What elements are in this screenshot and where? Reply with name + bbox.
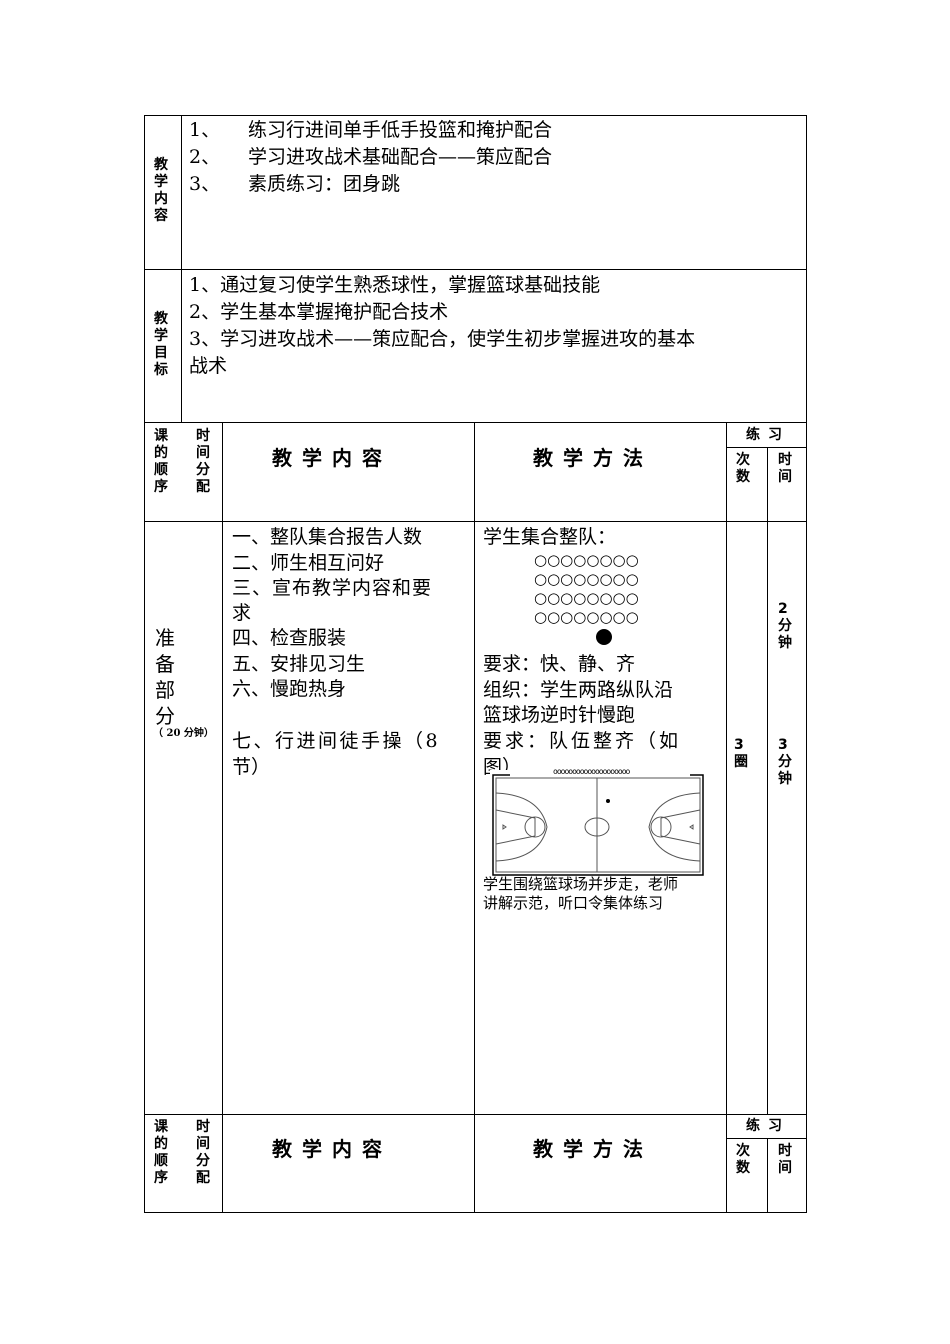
practice-count: 3圈 [734,737,748,770]
table-border [726,447,806,448]
table-border [474,422,475,1212]
content-line: 七、行进间徒手操（8 [232,730,441,752]
content-label: 教学内容 [154,157,168,224]
table-border [144,521,806,522]
goal-item: 1、通过复习使学生熟悉球性，掌握篮球基础技能 [189,274,601,296]
header-method: 教学方法 [533,1137,653,1161]
content-num: 2、 [189,146,221,168]
method-line: 要求：队伍整齐（如 [483,730,682,752]
basketball-court-diagram: oooooooooooooooooooo [490,767,706,876]
goal-item: 3、学习进攻战术——策应配合，使学生初步掌握进攻的基本 [189,328,696,350]
content-item: 学习进攻战术基础配合——策应配合 [248,146,553,168]
method-line: 组织：学生两路纵队沿 [483,679,674,701]
content-line: 三、宣布教学内容和要 [232,577,433,599]
header-time-alloc: 时间分配 [196,428,210,495]
teacher-dot-icon [596,629,612,645]
content-item: 素质练习：团身跳 [248,173,401,195]
header-count: 次数 [736,452,750,485]
header-order: 课的顺序 [154,428,168,495]
table-border [144,115,806,116]
header-practice: 练习 [746,427,790,443]
table-border [144,1212,806,1213]
practice-time: 2分钟 [778,601,792,651]
table-border [806,115,807,1213]
header-count: 次数 [736,1143,750,1176]
track-dots: oooooooooooooooooooo [552,767,630,777]
header-time: 时间 [778,1143,792,1176]
content-num: 3、 [189,173,221,195]
method-small-line: 讲解示范，听口令集体练习 [483,894,664,912]
goal-item: 战术 [189,355,228,377]
header-content: 教学内容 [272,446,392,470]
table-border [144,115,145,1213]
practice-time: 3分钟 [778,737,792,787]
table-border [767,447,768,1114]
table-border [726,1138,806,1139]
content-line: 二、师生相互问好 [232,552,385,574]
content-line: 一、整队集合报告人数 [232,526,423,548]
header-time: 时间 [778,452,792,485]
content-line: 节） [232,756,271,778]
method-line: 篮球场逆时针慢跑 [483,704,636,726]
table-border [222,422,223,1212]
table-border [767,1138,768,1212]
content-line: 求 [232,602,252,624]
header-content: 教学内容 [272,1137,392,1161]
table-border [144,1114,806,1115]
content-num: 1、 [189,119,221,141]
table-border [144,269,806,270]
formation-row: ○○○○○○○○ [534,570,639,588]
formation-row: ○○○○○○○○ [534,589,639,607]
table-border [726,422,727,1212]
method-small-line: 学生围绕篮球场并步走，老师 [483,875,679,893]
method-line: 学生集合整队： [483,526,617,548]
formation-row: ○○○○○○○○ [534,551,639,569]
formation-row: ○○○○○○○○ [534,608,639,626]
header-practice: 练习 [746,1118,790,1134]
content-line: 五、安排见习生 [232,653,366,675]
header-method: 教学方法 [533,446,653,470]
prep-label: 准备部分 [155,626,175,728]
header-time-alloc: 时间分配 [196,1119,210,1186]
method-line: 要求：快、静、齐 [483,653,636,675]
content-line: 四、检查服装 [232,627,347,649]
table-border [181,115,182,422]
content-line: 六、慢跑热身 [232,678,347,700]
content-item: 练习行进间单手低手投篮和掩护配合 [248,119,553,141]
prep-duration: （ 20 分钟） [153,728,214,739]
goal-label: 教学目标 [154,311,168,378]
table-border [144,422,806,423]
court-icon [492,774,704,876]
header-order: 课的顺序 [154,1119,168,1186]
goal-item: 2、学生基本掌握掩护配合技术 [189,301,449,323]
